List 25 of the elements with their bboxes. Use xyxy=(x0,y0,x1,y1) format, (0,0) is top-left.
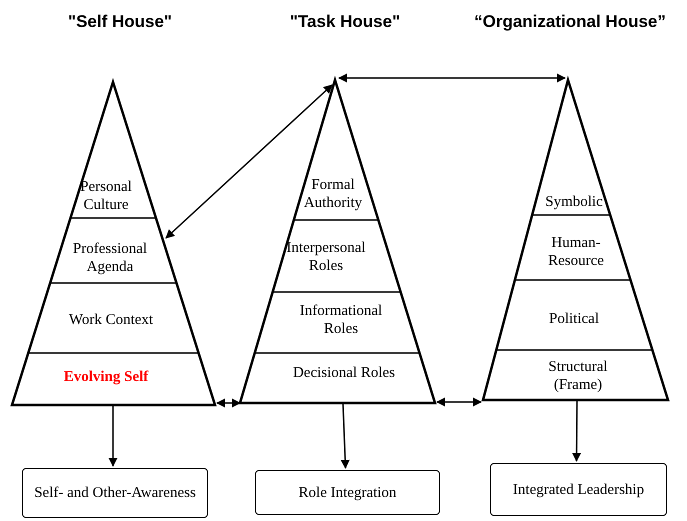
arrow xyxy=(216,398,241,408)
layer-label: Decisional Roles xyxy=(259,364,429,382)
house-title: “Organizational House” xyxy=(474,12,666,32)
arrow xyxy=(340,404,350,469)
house-title: "Task House" xyxy=(290,12,400,32)
layer-label: Professional Agenda xyxy=(55,240,165,276)
layer-label: Evolving Self xyxy=(21,368,191,386)
layer-label: Human-Resource xyxy=(536,234,616,270)
arrow xyxy=(108,406,118,467)
outcome-box: Self- and Other-Awareness xyxy=(22,468,208,518)
arrow xyxy=(572,401,582,462)
outcome-box: Role Integration xyxy=(255,470,440,515)
house-title: "Self House" xyxy=(68,12,172,32)
layer-label: Work Context xyxy=(36,311,186,329)
layer-label: Political xyxy=(499,310,649,328)
layer-label: Symbolic xyxy=(529,193,619,211)
layer-label: Interpersonal Roles xyxy=(276,239,376,275)
outcome-box: Integrated Leadership xyxy=(490,463,667,516)
arrow xyxy=(338,74,566,82)
arrow xyxy=(436,398,482,406)
arrow xyxy=(165,84,333,239)
layer-label: Informational Roles xyxy=(291,302,391,338)
layer-label: Personal Culture xyxy=(66,178,146,214)
layer-label: Formal Authority xyxy=(288,176,378,212)
layer-label: Structural (Frame) xyxy=(533,358,623,394)
